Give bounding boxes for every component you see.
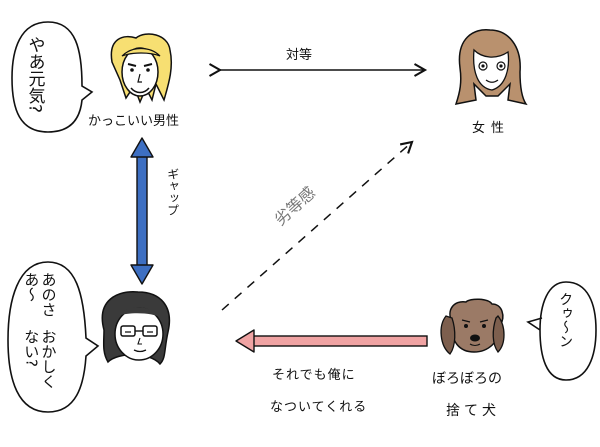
equal-label: 対等 [286, 48, 313, 63]
dog-speech-bubble [526, 281, 597, 381]
me-speech-text: あのさあ〜 おかしくない? [22, 272, 57, 404]
woman-face-icon [454, 29, 528, 106]
gap-label: ギャップ [165, 168, 180, 216]
cool-man-face-icon [110, 33, 173, 105]
me-speech-bubble [7, 261, 100, 413]
gap-arrow [130, 137, 154, 285]
dog-label-line-1: ぼろぼろの [432, 371, 502, 387]
cool-man-label: かっこいい男性 [88, 114, 180, 129]
dog-speech-text: クゥ〜ン [557, 292, 573, 372]
dog-face-icon [440, 298, 505, 355]
me-speech-line-2: おかしくない? [22, 329, 58, 390]
loyal-arrow [235, 329, 428, 353]
dog-label-line-2: 捨て犬 [446, 403, 500, 419]
cool-man-speech-line-2: 元気? [24, 70, 45, 114]
loyal-label-line-2: なついてくれる [270, 400, 368, 415]
me-face-icon [101, 291, 171, 366]
cool-man-speech-bubble [11, 21, 94, 133]
inferiority-arrow [221, 140, 414, 311]
woman-label: 女性 [472, 121, 511, 136]
cool-man-speech-line-1: やあ [24, 36, 45, 70]
dog-speech-line-1: クゥ〜ン [557, 292, 574, 348]
me-speech-line-1: あのさあ〜 [22, 272, 58, 317]
cool-man-speech-text: やあ 元気? [24, 36, 45, 126]
loyal-label-line-1: それでも俺に [272, 368, 356, 383]
